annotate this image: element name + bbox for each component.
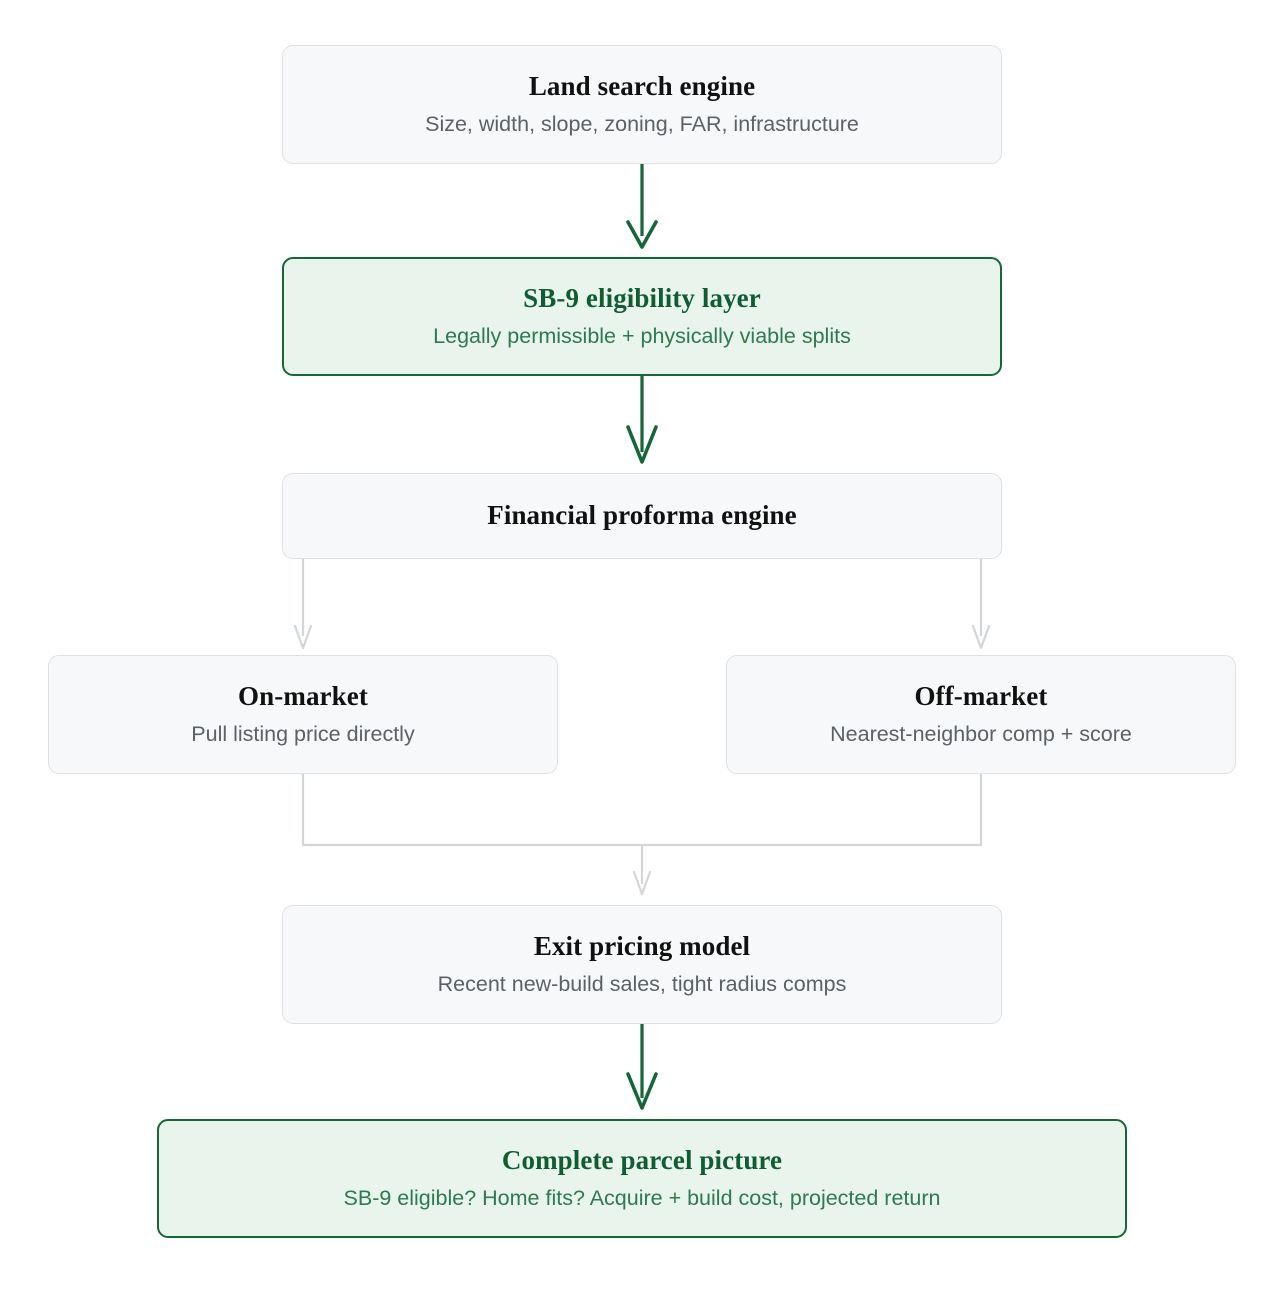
- node-subtitle: Legally permissible + physically viable …: [433, 324, 851, 349]
- edge-land-search-to-sb9: [626, 164, 658, 249]
- node-subtitle: SB-9 eligible? Home fits? Acquire + buil…: [343, 1186, 941, 1211]
- edge-off-market-to-exit-pricing: [642, 774, 983, 847]
- edge-proforma-to-on-market: [293, 559, 313, 650]
- node-complete-parcel-picture[interactable]: Complete parcel picture SB-9 eligible? H…: [157, 1119, 1127, 1238]
- node-subtitle: Recent new-build sales, tight radius com…: [437, 972, 847, 997]
- edge-proforma-to-off-market: [971, 559, 991, 650]
- node-title: Off-market: [914, 681, 1048, 712]
- node-subtitle: Nearest-neighbor comp + score: [830, 722, 1132, 747]
- edge-exit-pricing-to-complete: [626, 1024, 658, 1110]
- node-sb9-eligibility-layer[interactable]: SB-9 eligibility layer Legally permissib…: [282, 257, 1002, 376]
- node-title: Exit pricing model: [533, 931, 751, 962]
- node-title: SB-9 eligibility layer: [523, 283, 761, 314]
- edge-merge-to-exit-pricing: [632, 845, 652, 896]
- node-title: On-market: [238, 681, 368, 712]
- node-title: Financial proforma engine: [487, 500, 797, 531]
- edge-on-market-to-exit-pricing: [301, 774, 642, 847]
- node-subtitle: Pull listing price directly: [191, 722, 415, 747]
- node-off-market[interactable]: Off-market Nearest-neighbor comp + score: [726, 655, 1236, 774]
- node-exit-pricing-model[interactable]: Exit pricing model Recent new-build sale…: [282, 905, 1002, 1024]
- node-title: Complete parcel picture: [501, 1145, 783, 1176]
- edge-sb9-to-proforma: [626, 376, 658, 464]
- node-financial-proforma-engine[interactable]: Financial proforma engine: [282, 473, 1002, 559]
- node-title: Land search engine: [528, 71, 756, 102]
- node-on-market[interactable]: On-market Pull listing price directly: [48, 655, 558, 774]
- node-subtitle: Size, width, slope, zoning, FAR, infrast…: [425, 112, 859, 137]
- node-land-search-engine[interactable]: Land search engine Size, width, slope, z…: [282, 45, 1002, 164]
